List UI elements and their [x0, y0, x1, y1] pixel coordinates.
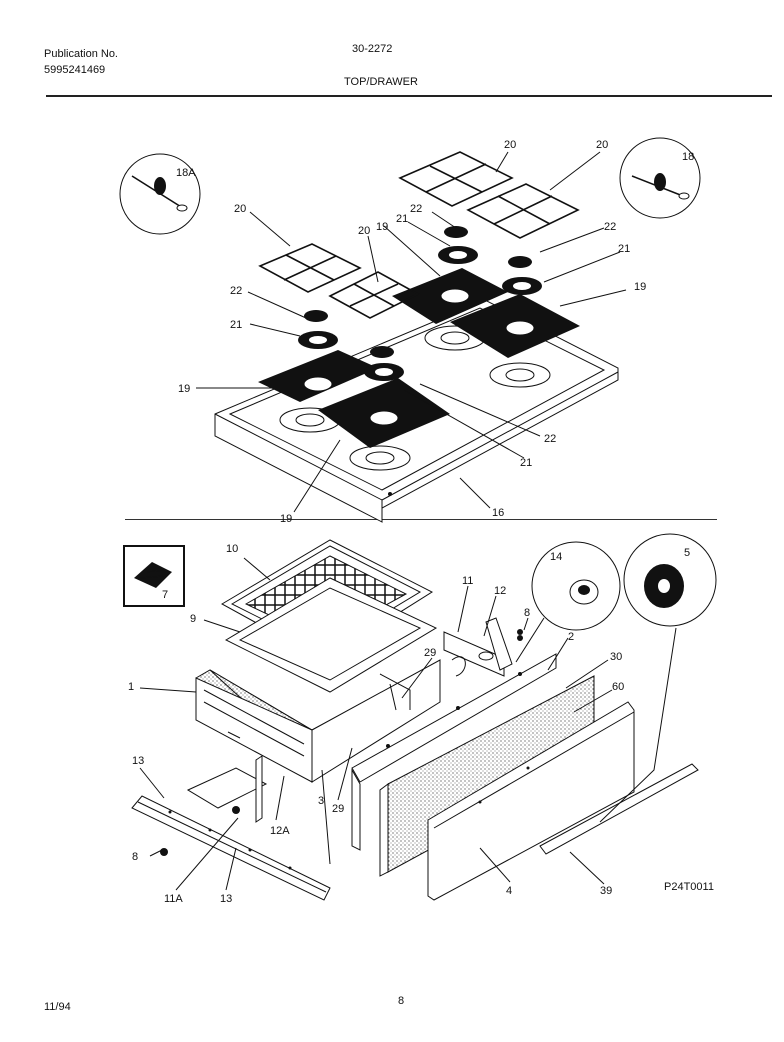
callout-4: 4 — [506, 885, 512, 897]
drawer-brackets — [443, 617, 523, 677]
callout-14: 14 — [550, 551, 562, 563]
callout-60: 60 — [612, 681, 624, 693]
inset-18 — [619, 137, 701, 219]
lower-rail — [131, 755, 331, 901]
callout-2: 2 — [568, 631, 574, 643]
callout-29-top: 29 — [424, 647, 436, 659]
header-rule — [46, 95, 772, 97]
callout-20-d: 20 — [358, 225, 370, 237]
inset-18A — [119, 153, 201, 235]
callout-12: 12 — [494, 585, 506, 597]
figure-code: P24T0011 — [664, 881, 714, 893]
callout-20-b: 20 — [504, 139, 516, 151]
burner-plates — [258, 268, 580, 448]
callout-21-b: 21 — [618, 243, 630, 255]
callout-22-c: 22 — [230, 285, 242, 297]
callout-8-bottom: 8 — [132, 851, 138, 863]
footer-date: 11/94 — [44, 1001, 71, 1013]
callout-10: 10 — [226, 543, 238, 555]
callout-16: 16 — [492, 507, 504, 519]
callout-22-a: 22 — [410, 203, 422, 215]
callout-21-d: 21 — [520, 457, 532, 469]
callout-11A: 11A — [164, 893, 183, 905]
drawer-front-panel — [427, 701, 635, 901]
callout-1: 1 — [128, 681, 134, 693]
drawer-slide-rail — [351, 653, 557, 851]
burner-caps — [298, 226, 542, 381]
publication-number: 5995241469 — [44, 64, 106, 76]
drawer-body — [195, 659, 441, 783]
callout-30: 30 — [610, 651, 622, 663]
callout-21-a: 21 — [396, 213, 408, 225]
section-divider — [125, 519, 717, 520]
callout-22-b: 22 — [604, 221, 616, 233]
document-number: 30-2272 — [352, 43, 393, 55]
publication-label: Publication No. — [44, 48, 118, 60]
callout-11: 11 — [462, 575, 473, 587]
callout-19-a: 19 — [376, 221, 388, 233]
callout-9: 9 — [190, 613, 196, 625]
callout-12A: 12A — [270, 825, 290, 837]
callout-21-c: 21 — [230, 319, 242, 331]
callout-13-bottom: 13 — [220, 893, 232, 905]
callout-20-c: 20 — [596, 139, 608, 151]
callout-7: 7 — [162, 589, 168, 601]
callout-3: 3 — [318, 795, 324, 807]
callout-13-top: 13 — [132, 755, 144, 767]
inset-5-knob — [623, 533, 717, 627]
section-title: TOP/DRAWER — [344, 76, 418, 88]
callout-18A: 18A — [176, 167, 196, 179]
callout-20-a: 20 — [234, 203, 246, 215]
callout-18: 18 — [682, 151, 694, 163]
page-number: 8 — [398, 995, 405, 1007]
drawer-handle-trim — [539, 763, 699, 855]
screw-8-top — [517, 629, 523, 635]
callout-22-d: 22 — [544, 433, 556, 445]
leader-lines-bottom — [139, 557, 677, 891]
broiler-pan — [220, 539, 438, 693]
callout-5: 5 — [684, 547, 690, 559]
callout-29-bottom: 29 — [332, 803, 344, 815]
callout-39: 39 — [600, 885, 612, 897]
screw-8-bottom — [160, 848, 168, 856]
callout-8-top: 8 — [524, 607, 530, 619]
burner-grates — [258, 151, 580, 319]
inset-7-box — [123, 545, 185, 607]
callout-19-b: 19 — [634, 281, 646, 293]
screw-lower — [227, 731, 241, 739]
inset-14-knob — [531, 541, 621, 631]
leader-lines-top — [196, 151, 627, 513]
callout-19-d: 19 — [280, 513, 292, 525]
callout-19-c: 19 — [178, 383, 190, 395]
